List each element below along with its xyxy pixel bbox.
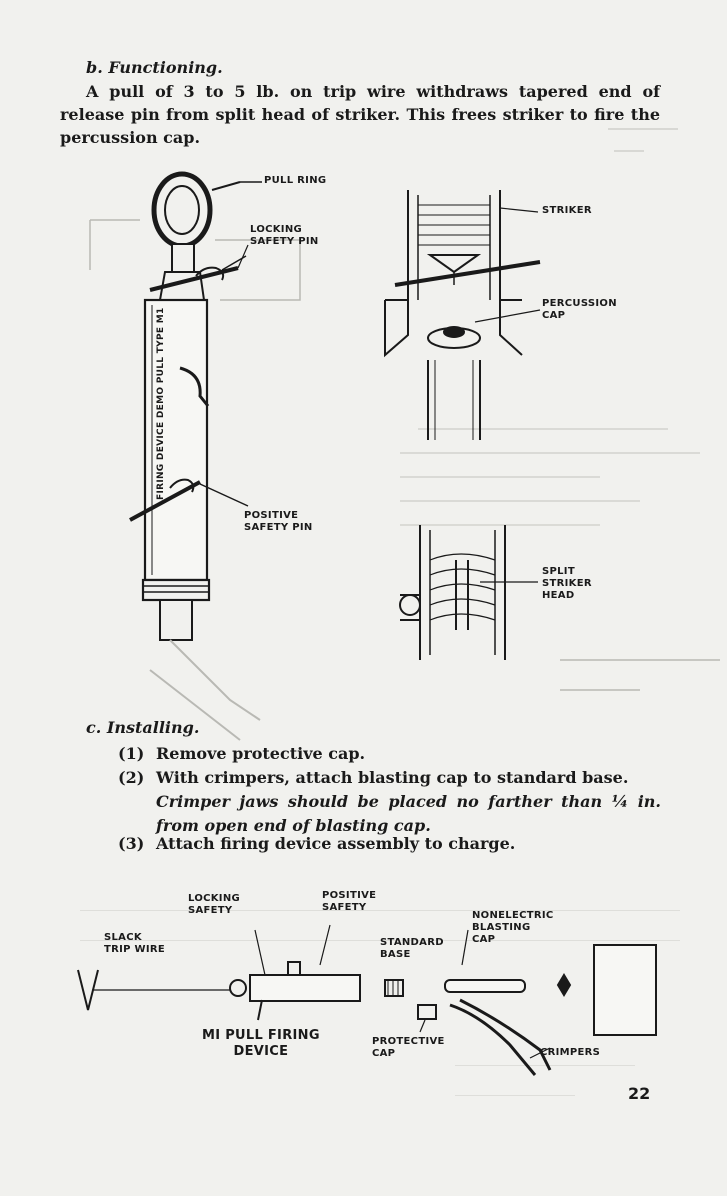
step-2-text: With crimpers, attach blasting cap to st… xyxy=(156,768,629,787)
step-2-note-text: Crimper jaws should be placed no farther… xyxy=(156,792,661,835)
step-3-text: Attach firing device assembly to charge. xyxy=(156,834,516,853)
page-number: 22 xyxy=(628,1084,651,1103)
label-protective-cap: PROTECTIVE CAP xyxy=(372,1036,445,1059)
label-pull-ring: PULL RING xyxy=(264,175,327,186)
label-m1-pull-firing-device: MI PULL FIRING DEVICE xyxy=(202,1028,320,1059)
split-striker-head-drawing xyxy=(399,525,720,691)
step-2-number: (2) xyxy=(118,768,145,787)
label-locking-safety: LOCKING SAFETY xyxy=(188,893,241,916)
section-b-paragraph: A pull of 3 to 5 lb. on trip wire withdr… xyxy=(60,82,660,147)
label-striker: STRIKER xyxy=(542,205,592,216)
pull-ring-drawing xyxy=(151,171,213,249)
label-positive-safety: POSITIVE SAFETY xyxy=(322,890,377,913)
step-1-number: (1) xyxy=(118,744,145,763)
label-standard-base: STANDARD BASE xyxy=(380,937,444,960)
step-1-text: Remove protective cap. xyxy=(156,744,366,763)
label-crimpers: CRIMPERS xyxy=(540,1047,601,1058)
label-locking-safety-pin: LOCKING SAFETY PIN xyxy=(250,224,319,247)
bleed-through-text xyxy=(80,128,700,1096)
striker-cutaway-drawing xyxy=(384,190,541,440)
label-positive-safety-pin: POSITIVE SAFETY PIN xyxy=(244,510,313,533)
label-split-striker-head: SPLIT STRIKER HEAD xyxy=(542,566,592,601)
device-tube-drawing xyxy=(143,298,209,582)
section-b-heading: b. Functioning. xyxy=(86,58,223,77)
assembly-drawing xyxy=(77,924,657,1076)
section-c-heading: c. Installing. xyxy=(86,718,200,737)
label-percussion-cap: PERCUSSION CAP xyxy=(542,298,617,321)
label-device-marking: FIRING DEVICE DEMO PULL TYPE M1 xyxy=(156,307,166,500)
label-nonelectric-blasting-cap: NONELECTRIC BLASTING CAP xyxy=(472,910,554,945)
label-slack-trip-wire: SLACK TRIP WIRE xyxy=(104,932,166,955)
step-3-number: (3) xyxy=(118,834,145,853)
